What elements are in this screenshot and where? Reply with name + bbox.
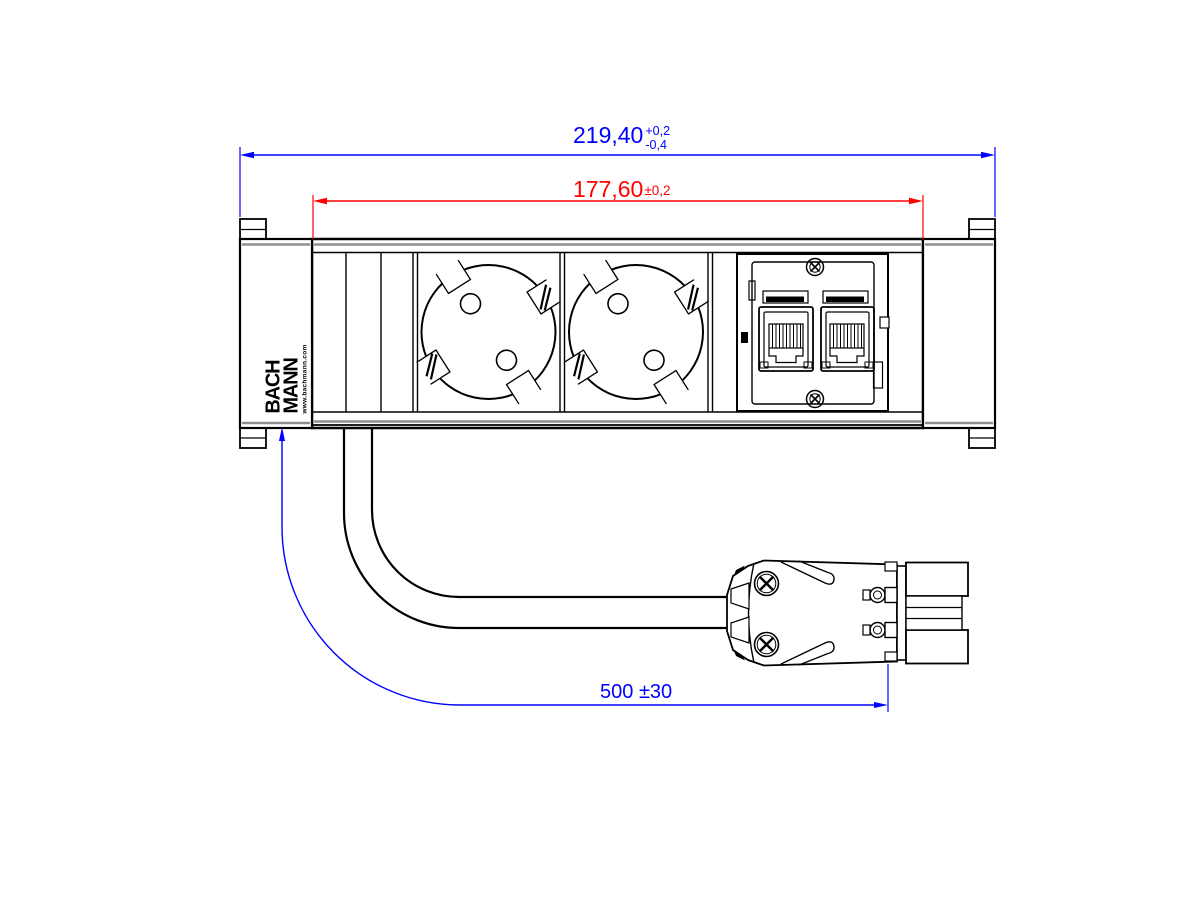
dimension-label-cable-length: 500 ±30 (600, 681, 672, 704)
dimension-label-total-width: 219,40+0,2-0,4 (573, 122, 671, 152)
module-screw-bottom (805, 389, 825, 409)
earth-clip-right (526, 279, 561, 315)
earth-clip-right (673, 279, 709, 315)
schuko-socket-2 (563, 259, 709, 405)
gst18-connector (726, 559, 969, 667)
socket-slot-bottom (653, 369, 689, 405)
socket-slot-top (435, 259, 472, 295)
latch-wing-top (780, 560, 835, 585)
module-screw-top (805, 257, 825, 277)
contact-housing (905, 561, 969, 665)
dimension-value: 177,60 (573, 176, 644, 202)
jack-latch-profile (829, 348, 865, 364)
right-end-cap (921, 218, 997, 449)
arrowhead-right (909, 197, 923, 205)
connector-face-plate (896, 565, 907, 661)
socket-slot-top (583, 259, 619, 295)
dimension-tolerance: ±30 (638, 681, 673, 703)
dimension-cable-length (279, 427, 889, 712)
dimension-housing-width (312, 195, 924, 239)
arrowhead-up (279, 427, 285, 441)
rj45-jack-1 (758, 306, 814, 372)
arrowhead-left (313, 197, 327, 205)
brand-website: www.bachmann.com (301, 344, 309, 414)
arrowhead-left (240, 151, 254, 159)
label-window-2 (822, 290, 869, 304)
module-tab (872, 361, 884, 389)
left-end-cap (238, 218, 314, 449)
socket-slot-bottom (505, 369, 542, 405)
panel-dividers (345, 252, 714, 412)
module-latch-right (879, 316, 890, 329)
rj45-module (736, 253, 890, 412)
module-tab (748, 280, 756, 301)
pin-hole (643, 349, 665, 372)
arrowhead-right (981, 151, 995, 159)
dimension-tolerance: +0,2-0,4 (645, 124, 671, 152)
bachmann-logo: BACH MANN www.bachmann.com (262, 344, 309, 414)
dimension-tolerance: ±0,2 (644, 182, 671, 198)
brand-line-2: MANN (280, 358, 302, 414)
locking-pin-top (862, 586, 898, 604)
power-cord (342, 428, 727, 630)
pin-hole (495, 349, 518, 372)
connector-screw-bottom (753, 631, 780, 658)
earth-clip-left (416, 349, 451, 385)
strain-relief-cutout (730, 616, 750, 644)
label-window-1 (762, 290, 809, 304)
dimension-total-width (239, 147, 996, 217)
arrowhead-right (874, 702, 888, 708)
jack-latch-profile (768, 348, 804, 364)
latch-wing-bottom (780, 641, 835, 666)
connector-screw-top (753, 570, 780, 597)
dimension-value: 219,40 (573, 122, 644, 148)
module-latch-left (741, 332, 748, 343)
strain-relief-cutout (730, 582, 750, 610)
pin-hole (459, 292, 482, 315)
dimension-value: 500 (600, 681, 634, 703)
pin-hole (607, 292, 629, 315)
schuko-socket-1 (416, 259, 561, 405)
locking-pin-bottom (862, 621, 898, 639)
dimension-label-housing-width: 177,60±0,2 (573, 178, 671, 202)
rj45-jack-2 (820, 306, 875, 372)
earth-clip-left (563, 349, 599, 385)
